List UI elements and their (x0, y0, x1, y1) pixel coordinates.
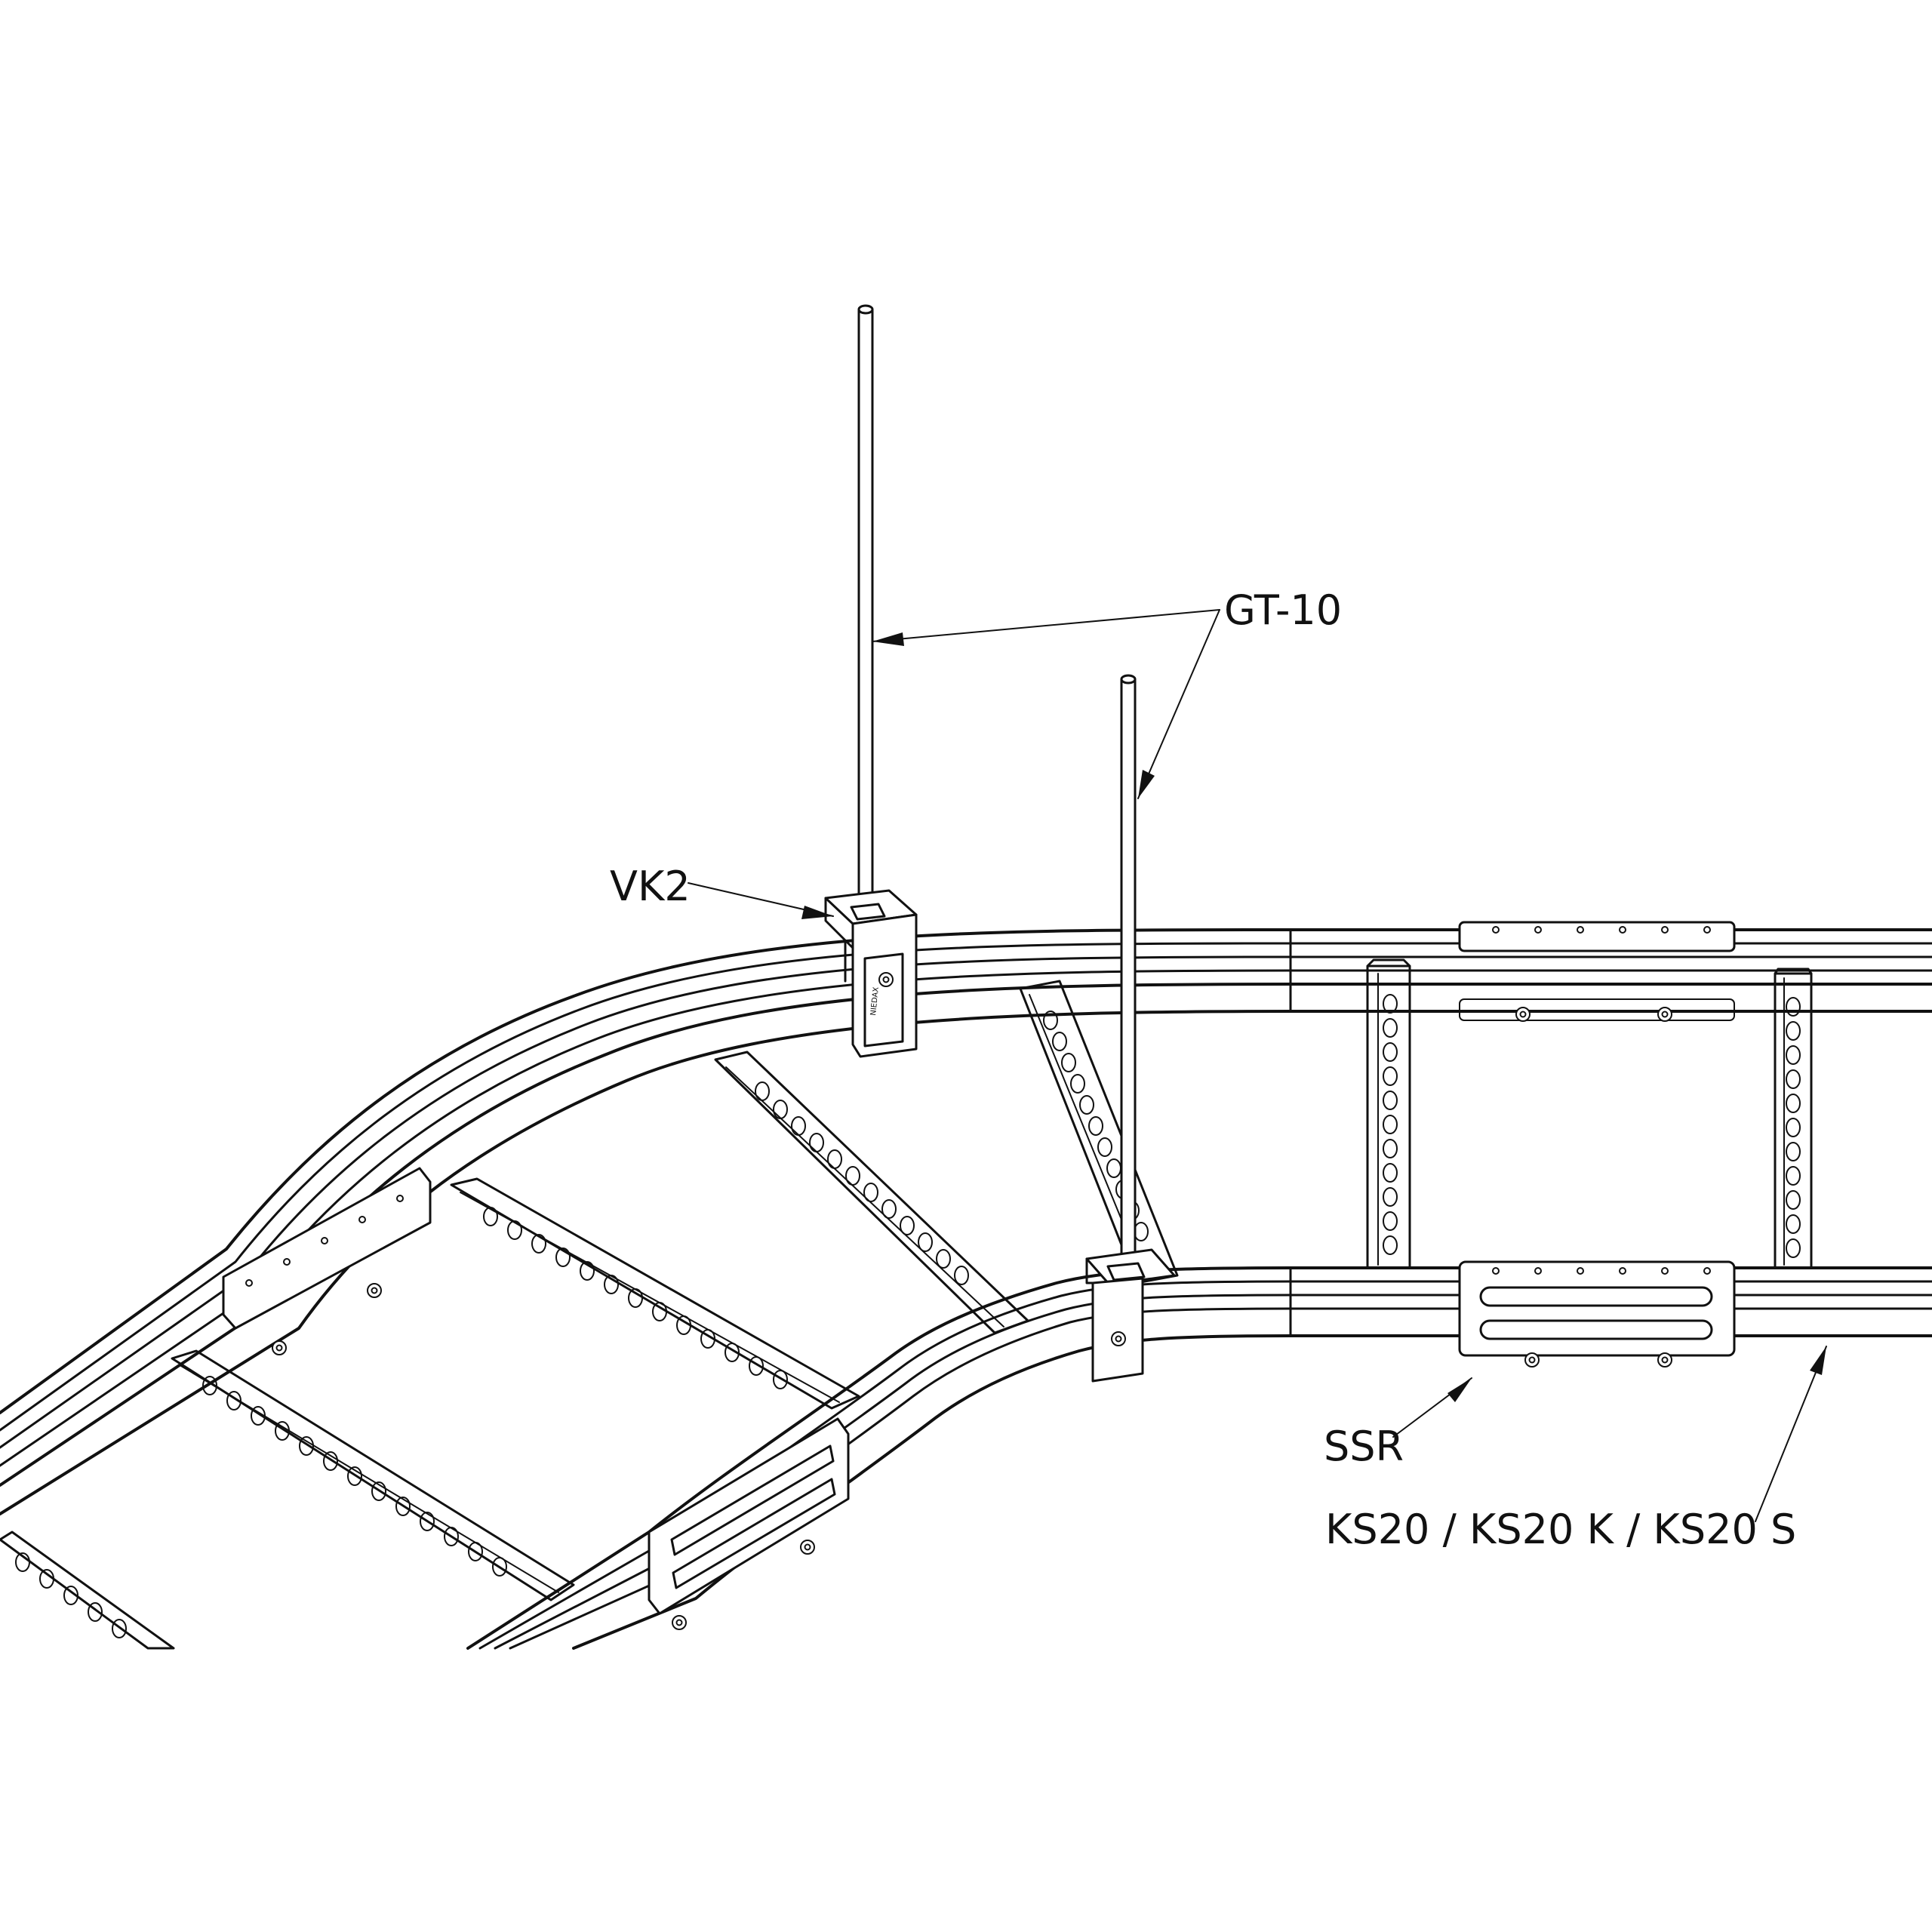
leader-ssr (1392, 1377, 1472, 1438)
inner-side-rail (466, 928, 1932, 1650)
svg-text:NIEDAX: NIEDAX (869, 986, 881, 1016)
threaded-rod-left (857, 304, 874, 907)
splice-plate-bend-near (648, 1417, 850, 1630)
straight-rung-left (1366, 958, 1411, 1269)
leader-gt10-right (1137, 609, 1220, 799)
splice-plate-straight-near (1458, 1260, 1736, 1367)
callout-ks20-label: KS20 / KS20 K / KS20 S (1325, 1506, 1797, 1553)
hanger-bracket-left: NIEDAX (824, 889, 918, 1058)
leader-vk2 (688, 882, 834, 919)
splice-plate-straight-far (1458, 921, 1736, 1022)
threaded-rod-right (1120, 674, 1137, 1269)
callout-vk2-label: VK2 (610, 863, 691, 910)
callout-ssr-label: SSR (1324, 1423, 1404, 1470)
bend-rung-4 (171, 1349, 575, 1601)
outer-side-rail (0, 928, 1932, 1515)
leader-gt10-left (872, 609, 1220, 646)
splice-plate-bend-far (222, 1167, 432, 1355)
bend-rung-3 (450, 1177, 860, 1410)
straight-rung-right (1774, 968, 1813, 1269)
bend-rung-5-partial (0, 1531, 175, 1650)
hanger-bracket-right (1085, 1248, 1176, 1383)
leader-ks20 (1755, 1346, 1827, 1522)
bend-rung-1 (1019, 980, 1179, 1284)
callout-gt10-label: GT-10 (1224, 586, 1343, 634)
bend-rung-2 (714, 1051, 1029, 1334)
